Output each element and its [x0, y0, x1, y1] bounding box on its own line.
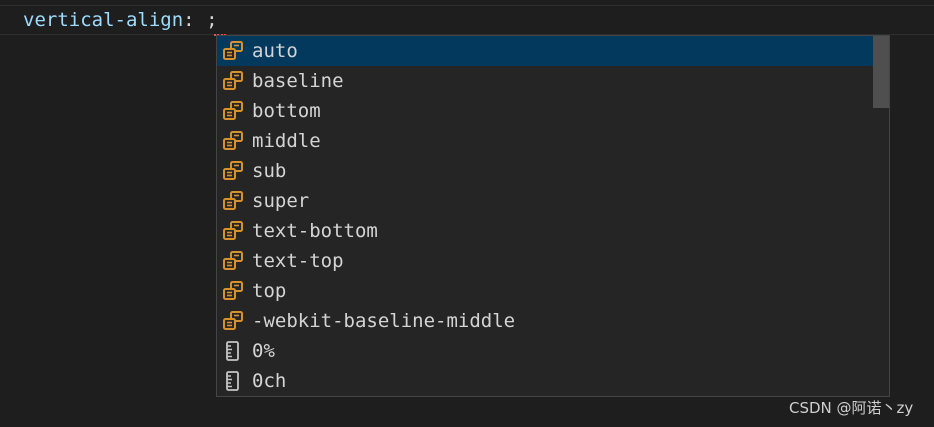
current-line-highlight — [0, 6, 934, 35]
suggestion-label: sub — [252, 160, 287, 182]
suggestion-label: super — [252, 190, 310, 212]
suggestion-item[interactable]: middle — [217, 126, 873, 156]
value-icon — [222, 70, 244, 92]
suggestion-label: baseline — [252, 70, 344, 92]
suggestion-label: text-bottom — [252, 220, 378, 242]
scrollbar[interactable] — [873, 36, 889, 396]
watermark: CSDN @阿诺丶zy — [789, 399, 914, 417]
suggestion-item[interactable]: bottom — [217, 96, 873, 126]
semicolon: ; — [206, 9, 218, 31]
line-divider — [0, 5, 934, 6]
value-icon — [222, 280, 244, 302]
value-icon — [222, 100, 244, 122]
suggestion-label: 0% — [252, 340, 275, 362]
code-line[interactable]: vertical-align: ; — [23, 7, 218, 33]
value-icon — [222, 310, 244, 332]
suggestion-item[interactable]: super — [217, 186, 873, 216]
suggestion-item[interactable]: baseline — [217, 66, 873, 96]
value-icon — [222, 40, 244, 62]
value-icon — [222, 250, 244, 272]
suggestion-widget: auto baseline bottom middle sub super text-bot… — [216, 35, 890, 397]
suggestion-label: middle — [252, 130, 321, 152]
value-icon — [222, 160, 244, 182]
suggestion-item[interactable]: sub — [217, 156, 873, 186]
suggestion-item[interactable]: -webkit-baseline-middle — [217, 306, 873, 336]
unit-icon — [222, 370, 244, 392]
suggestion-item[interactable]: text-top — [217, 246, 873, 276]
suggestion-label: top — [252, 280, 287, 302]
suggestion-label: auto — [252, 40, 298, 62]
suggestion-item[interactable]: text-bottom — [217, 216, 873, 246]
suggestion-label: 0ch — [252, 370, 287, 392]
suggestion-item[interactable]: top — [217, 276, 873, 306]
suggestion-item[interactable]: auto — [217, 36, 873, 66]
suggestion-label: text-top — [252, 250, 344, 272]
suggestion-item[interactable]: 0% — [217, 336, 873, 366]
colon: : — [183, 9, 195, 31]
suggestion-label: bottom — [252, 100, 321, 122]
value-icon — [222, 220, 244, 242]
scrollbar-thumb[interactable] — [873, 36, 889, 108]
unit-icon — [222, 340, 244, 362]
css-property: vertical-align — [23, 9, 184, 31]
suggestion-item[interactable]: 0ch — [217, 366, 873, 396]
value-icon — [222, 190, 244, 212]
suggestion-label: -webkit-baseline-middle — [252, 310, 516, 332]
value-icon — [222, 130, 244, 152]
